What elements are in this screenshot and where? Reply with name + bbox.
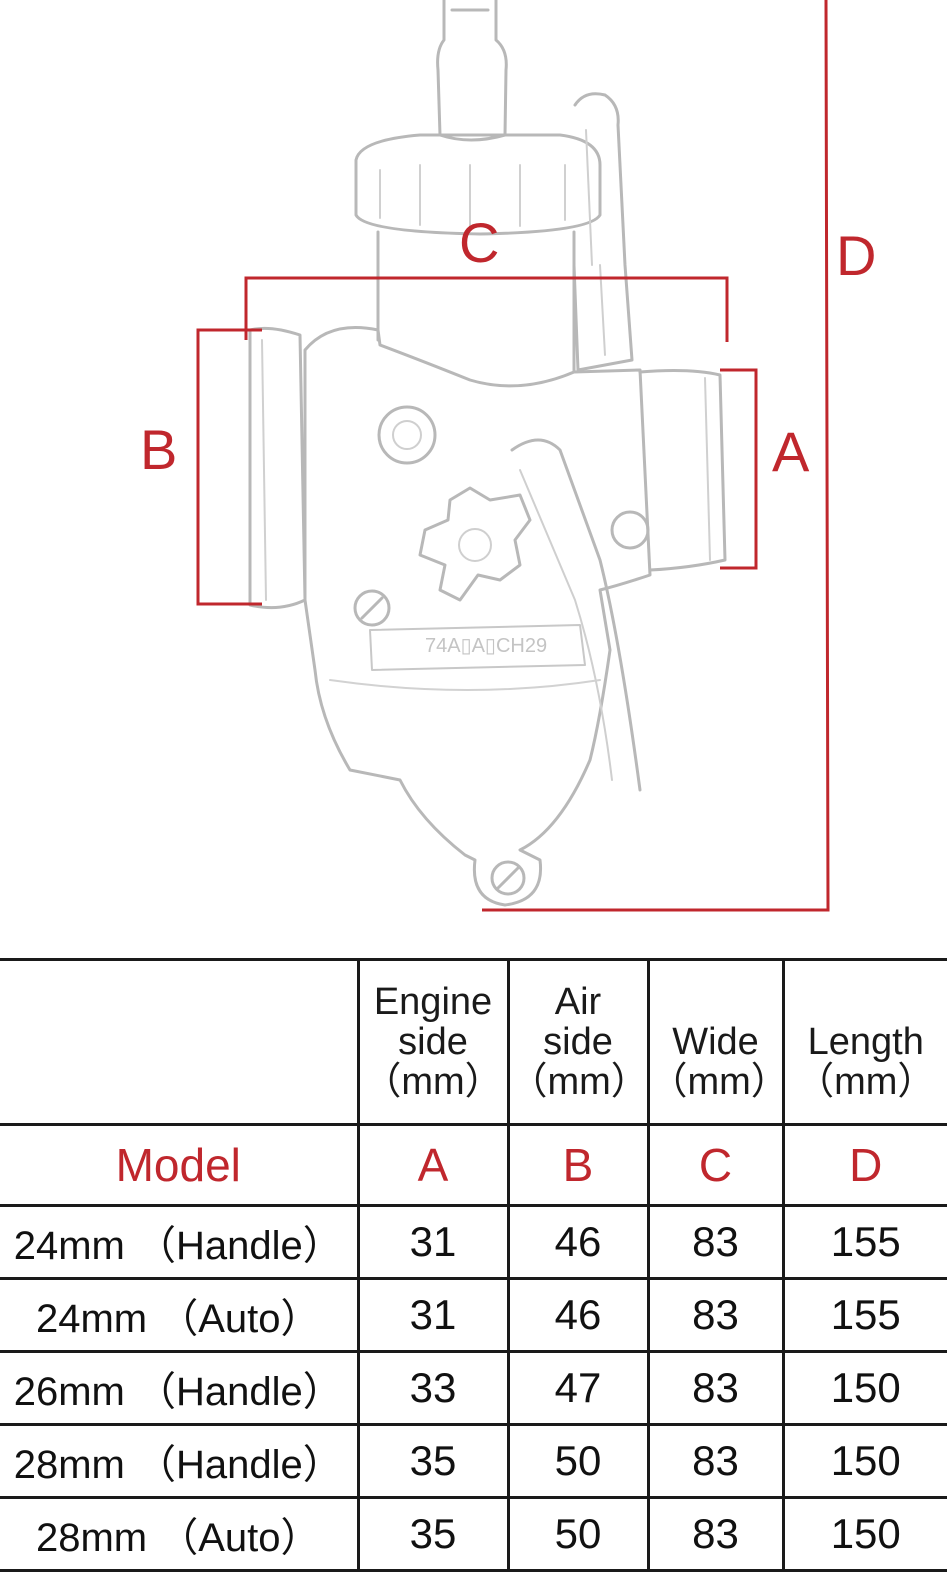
table-row: 28mm （Auto） 35 50 83 150 [0,1496,947,1572]
dimension-a-label: A [772,420,810,483]
value-a: 35 [356,1423,510,1499]
value-c: 83 [646,1204,785,1280]
code-c: C [646,1123,785,1207]
model-cell: 26mm （Handle） [0,1350,360,1426]
carburetor-drawing: 74A▯A▯CH29 [196,0,830,912]
value-c: 83 [646,1423,785,1499]
specification-table: Engine side （mm） Air side （mm） Wide （mm）… [0,958,947,1572]
code-a: A [356,1123,510,1207]
value-c: 83 [646,1277,785,1353]
header-length: Length （mm） [781,958,947,1126]
dimension-c-label: C [459,211,500,274]
value-d: 155 [781,1204,947,1280]
header-engine-side: Engine side （mm） [356,958,510,1126]
header-row: Engine side （mm） Air side （mm） Wide （mm）… [0,958,947,1126]
header-wide: Wide （mm） [646,958,785,1126]
model-cell: 28mm （Auto） [0,1496,360,1572]
dimension-d-line [482,0,830,912]
table-row: 24mm （Handle） 31 46 83 155 [0,1204,947,1280]
value-d: 150 [781,1423,947,1499]
dimension-c-line [244,276,729,342]
value-d: 150 [781,1496,947,1572]
value-a: 35 [356,1496,510,1572]
dimension-a-line [720,368,758,570]
value-b: 46 [506,1277,650,1353]
table-row: 24mm （Auto） 31 46 83 155 [0,1277,947,1353]
dimension-b-line [196,328,262,606]
code-b: B [506,1123,650,1207]
value-a: 31 [356,1277,510,1353]
header-air-side: Air side （mm） [506,958,650,1126]
carburetor-diagram: 74A▯A▯CH29 C B A D [140,0,877,912]
code-model: Model [0,1123,360,1207]
table-row: 28mm （Handle） 35 50 83 150 [0,1423,947,1499]
value-c: 83 [646,1496,785,1572]
value-a: 33 [356,1350,510,1426]
table-row: 26mm （Handle） 33 47 83 150 [0,1350,947,1426]
value-d: 150 [781,1350,947,1426]
model-cell: 28mm （Handle） [0,1423,360,1499]
dimension-b-label: B [140,418,178,481]
value-b: 46 [506,1204,650,1280]
value-b: 50 [506,1423,650,1499]
code-d: D [781,1123,947,1207]
model-cell: 24mm （Auto） [0,1277,360,1353]
value-b: 50 [506,1496,650,1572]
embossed-marking: 74A▯A▯CH29 [425,635,547,657]
value-a: 31 [356,1204,510,1280]
code-row: Model A B C D [0,1123,947,1207]
value-c: 83 [646,1350,785,1426]
model-cell: 24mm （Handle） [0,1204,360,1280]
header-cell-blank [0,958,360,1126]
value-d: 155 [781,1277,947,1353]
dimension-d-label: D [836,224,877,287]
value-b: 47 [506,1350,650,1426]
